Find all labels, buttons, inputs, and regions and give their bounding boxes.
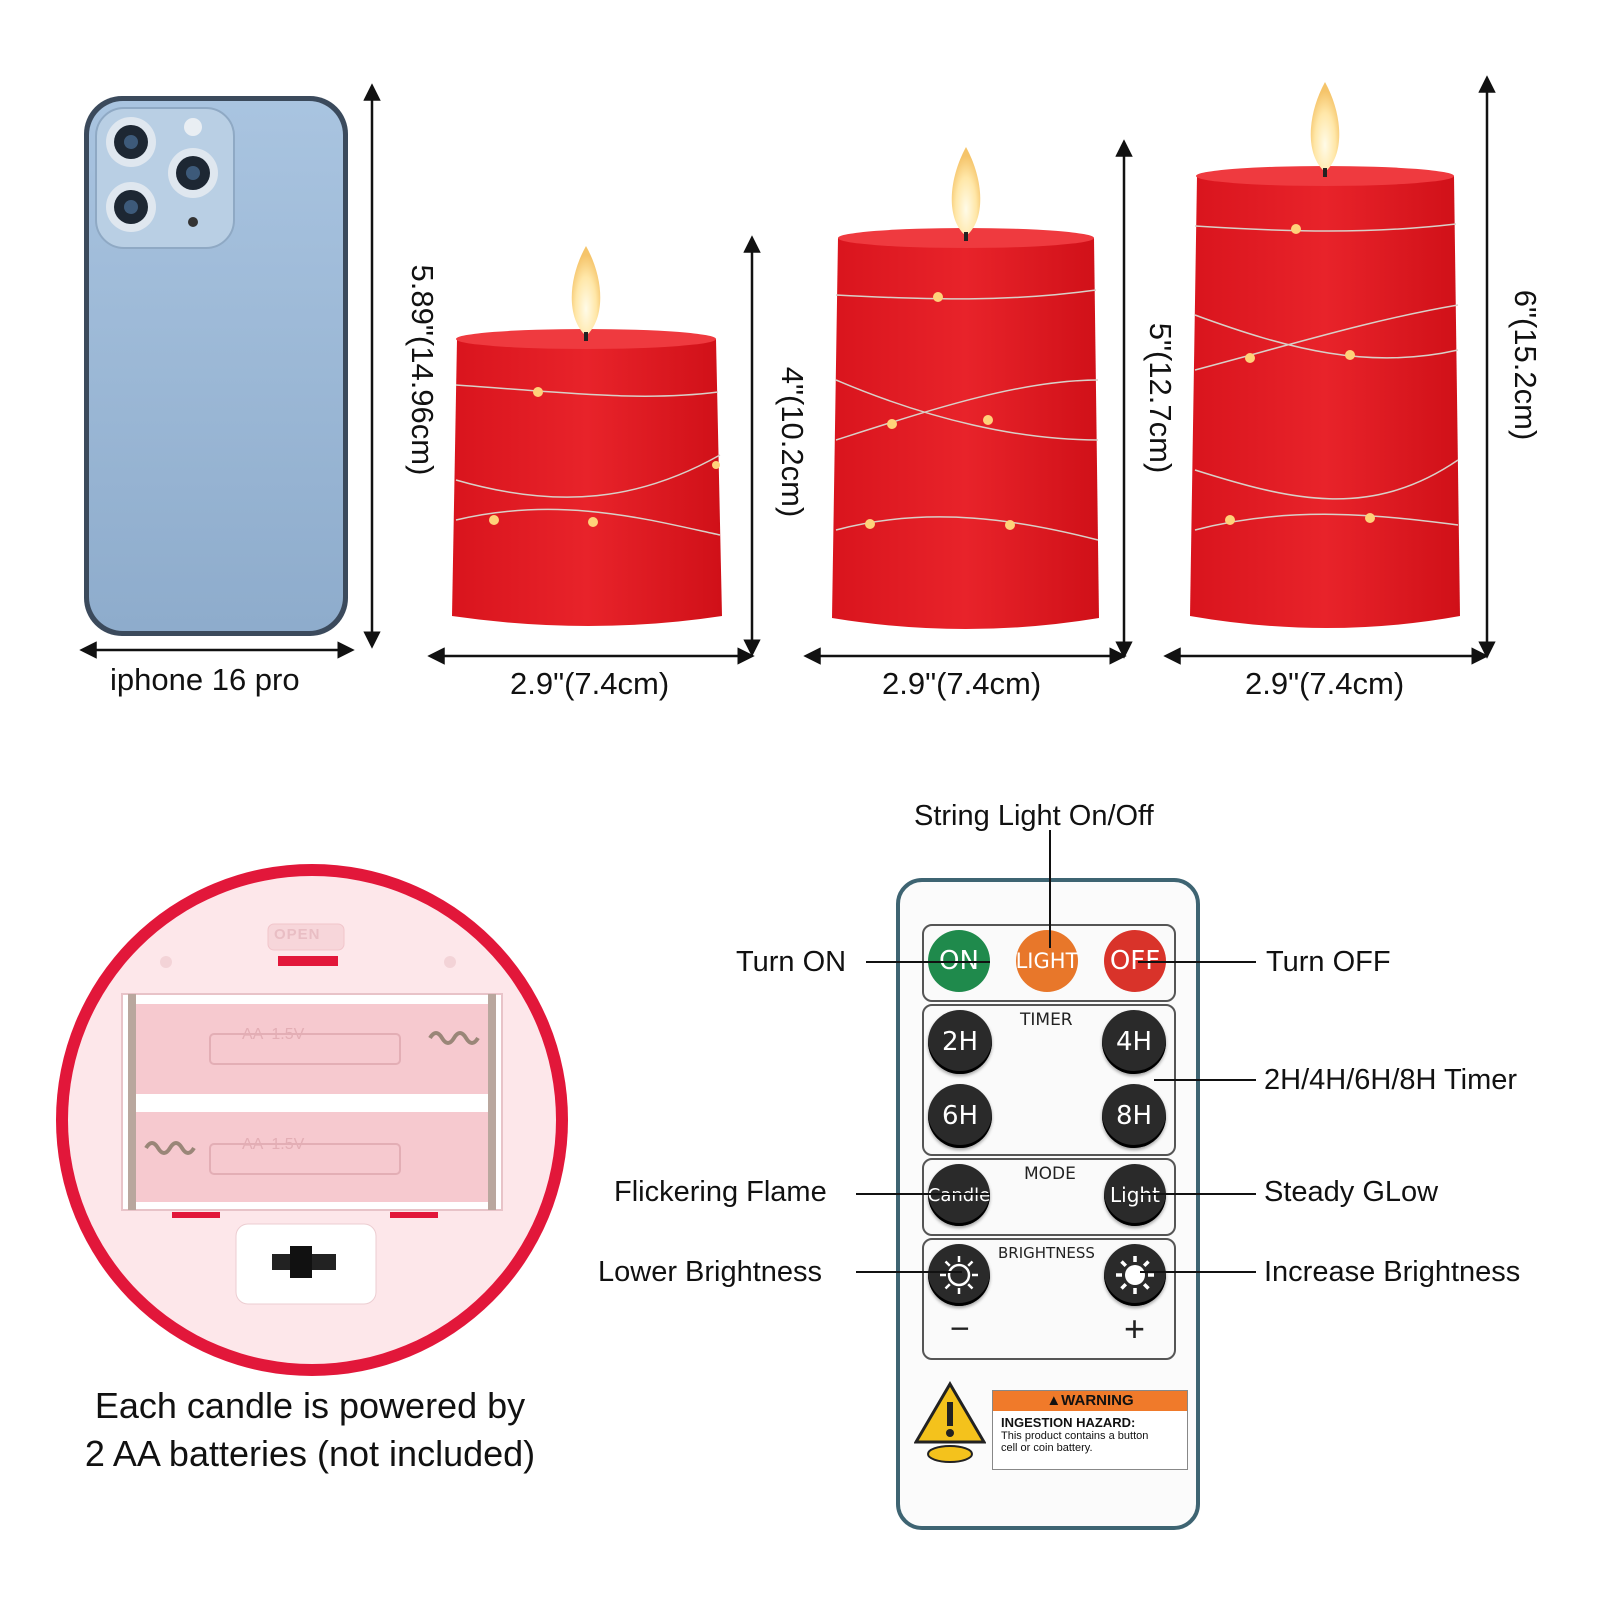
sun-filled-icon	[1116, 1256, 1154, 1294]
callout-increase-brightness: Increase Brightness	[1264, 1256, 1521, 1288]
callout-flickering-flame: Flickering Flame	[614, 1176, 827, 1208]
brightness-plus-symbol: +	[1124, 1308, 1146, 1349]
sun-outline-icon	[940, 1256, 978, 1294]
medium-width-label: 2.9"(7.4cm)	[882, 666, 1042, 701]
medium-height-label: 5"(12.7cm)	[1143, 322, 1178, 474]
hazard-title: INGESTION HAZARD:	[1001, 1415, 1136, 1430]
timer-8h-button[interactable]: 8H	[1102, 1084, 1166, 1148]
callout-timer: 2H/4H/6H/8H Timer	[1264, 1064, 1518, 1096]
off-button[interactable]: OFF	[1104, 930, 1166, 992]
callout-turn-on: Turn ON	[736, 946, 847, 978]
small-candle	[452, 246, 722, 626]
battery-cell-label-bottom: AA 1.5V	[242, 1136, 305, 1153]
warning-title: ▲WARNING	[993, 1391, 1187, 1411]
phone-illustration	[84, 96, 348, 636]
large-height-label: 6"(15.2cm)	[1508, 289, 1543, 441]
brightness-minus-symbol: −	[950, 1310, 970, 1348]
battery-caption: Each candle is powered by 2 AA batteries…	[20, 1382, 600, 1478]
callout-turn-off: Turn OFF	[1266, 946, 1391, 978]
battery-compartment-illustration	[56, 864, 568, 1376]
timer-6h-button[interactable]: 6H	[928, 1084, 992, 1148]
callout-lower-brightness: Lower Brightness	[598, 1256, 823, 1288]
battery-caption-line2: 2 AA batteries (not included)	[84, 1433, 536, 1474]
large-candle	[1190, 82, 1460, 628]
hazard-line1: This product contains a button	[1001, 1430, 1149, 1442]
callout-steady-glow: Steady GLow	[1264, 1176, 1439, 1208]
timer-title: TIMER	[1020, 1010, 1073, 1030]
phone-height-label: 5.89"(14.96cm)	[405, 264, 440, 476]
light-button[interactable]: LIGHT	[1016, 930, 1078, 992]
brightness-title: BRIGHTNESS	[998, 1244, 1095, 1262]
mode-title: MODE	[1024, 1164, 1076, 1184]
brightness-down-button[interactable]	[928, 1244, 990, 1306]
medium-candle	[832, 147, 1099, 629]
battery-cell-label-top: AA 1.5V	[242, 1026, 305, 1043]
callout-string-light: String Light On/Off	[914, 800, 1154, 832]
hazard-line2: cell or coin battery.	[1001, 1442, 1093, 1454]
battery-caption-line1: Each candle is powered by	[94, 1385, 526, 1426]
small-height-label: 4"(10.2cm)	[775, 366, 810, 518]
product-dimensions-drawing	[79, 75, 1496, 665]
callout-lines	[856, 830, 1256, 1273]
large-width-label: 2.9"(7.4cm)	[1245, 666, 1405, 701]
brightness-up-button[interactable]	[1104, 1244, 1166, 1306]
open-tab-label: OPEN	[274, 926, 321, 943]
warning-triangle-icon	[914, 1381, 986, 1463]
phone-label: iphone 16 pro	[110, 662, 300, 697]
timer-2h-button[interactable]: 2H	[928, 1010, 992, 1074]
timer-4h-button[interactable]: 4H	[1102, 1010, 1166, 1074]
small-width-label: 2.9"(7.4cm)	[510, 666, 670, 701]
warning-label: ▲WARNING INGESTION HAZARD: This product …	[992, 1390, 1188, 1470]
